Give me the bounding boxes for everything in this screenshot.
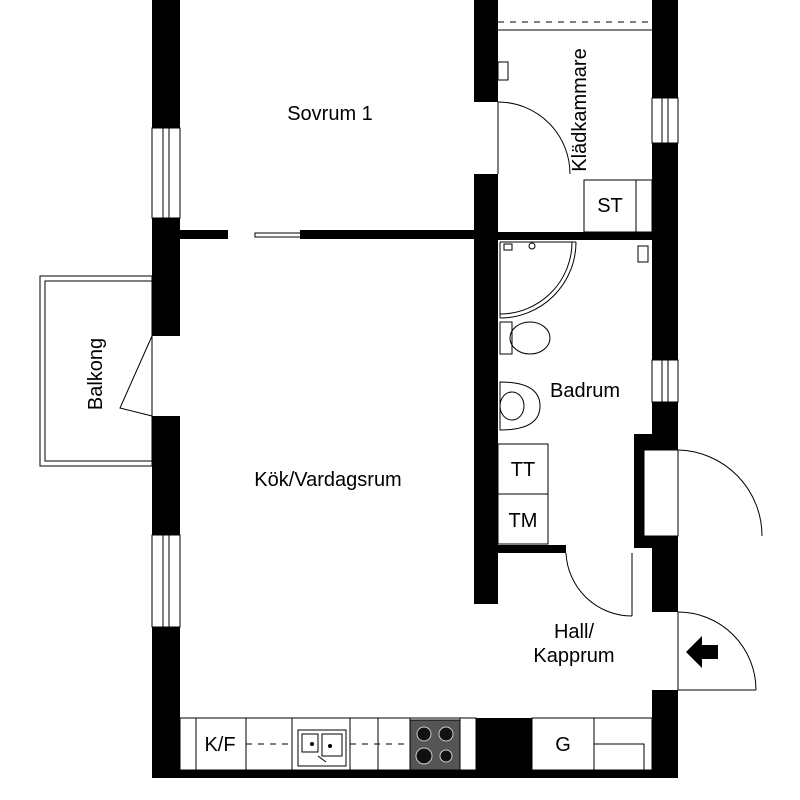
room-label-bedroom: Sovrum 1: [287, 103, 373, 125]
walls: [152, 0, 678, 778]
garbage-cabinet: G: [555, 734, 571, 756]
dryer-cabinet: TT: [497, 443, 549, 495]
balcony: [39, 275, 153, 467]
room-label-wardrobe: Klädkammare: [569, 48, 591, 171]
hall-shoe-cabinet: [593, 743, 645, 771]
stove-icon: [409, 719, 461, 771]
door-closet-outer: [643, 449, 763, 537]
door-balcony: [119, 335, 153, 417]
entrance-arrow-icon: [686, 636, 718, 668]
storage-label: ST: [597, 195, 623, 217]
room-label-hall-2: Kapprum: [533, 645, 614, 667]
shower-icon: [499, 241, 649, 319]
fridge-cabinet: K/F: [195, 718, 236, 770]
window-wardrobe: [651, 97, 679, 144]
toilet-icon: [499, 321, 551, 355]
storage-cabinet: ST: [583, 179, 653, 233]
dryer-label: TT: [511, 459, 535, 481]
washbasin-icon: [499, 381, 541, 431]
door-bathroom: [565, 552, 633, 617]
washer-cabinet: TM: [497, 493, 549, 545]
room-label-bathroom: Badrum: [550, 380, 620, 402]
door-bedroom: [497, 101, 571, 175]
room-label-living: Kök/Vardagsrum: [254, 469, 401, 491]
fridge-label: K/F: [204, 734, 235, 756]
kitchen-sink-icon: [297, 729, 347, 767]
window-bathroom: [651, 359, 679, 403]
sliding-door: [254, 232, 326, 238]
window-living: [151, 534, 181, 628]
room-label-balcony: Balkong: [85, 338, 107, 410]
room-label-hall: Hall/: [554, 621, 594, 643]
wardrobe-shelf: [498, 21, 652, 31]
window-bedroom: [151, 127, 181, 219]
washer-label: TM: [509, 510, 538, 532]
door-entrance[interactable]: [677, 611, 757, 691]
garbage-label: G: [555, 734, 571, 756]
